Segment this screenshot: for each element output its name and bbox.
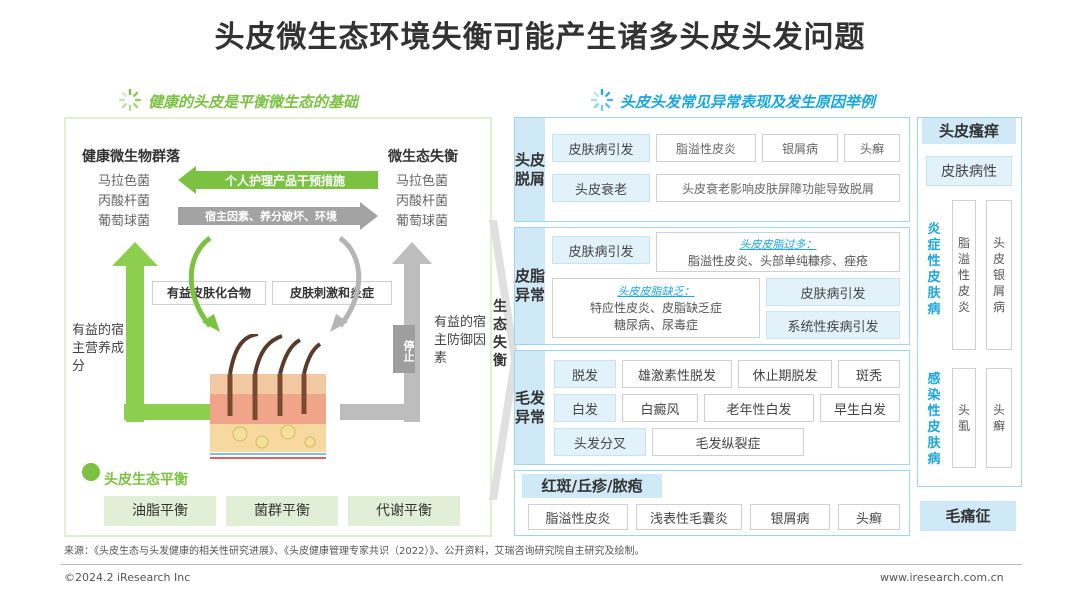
disease-chip: 头癣 [844,134,900,162]
healthy-community-list: 马拉色菌 丙酸杆菌 葡萄球菌 [98,172,150,232]
sebum-excess-title: 头皮皮脂过多： [739,237,817,251]
ecology-imbalance-label: 生态失衡 [493,299,507,369]
cause-chip: 皮肤病引发 [552,236,650,264]
balance-title: 头皮生态平衡 [104,472,188,488]
cause-chip: 皮肤病引发 [766,278,900,306]
oil-balance-box: 油脂平衡 [104,496,216,526]
left-section-heading: 健康的头皮是平衡微生态的基础 [148,93,359,111]
disease-chip: 银屑病 [762,134,838,162]
metabolism-balance-box: 代谢平衡 [348,496,460,526]
list-item: 马拉色菌 [396,174,449,189]
disease-chip: 头皮银屑病 [986,200,1012,350]
list-item: 葡萄球菌 [98,214,151,229]
disease-chip: 休止期脱发 [738,360,832,388]
disease-chip: 白癜风 [622,394,698,422]
symptom-chip: 头发分叉 [554,428,646,456]
host-nutrients-text: 有益的宿主营养成分 [72,323,125,374]
right-arrow-icon [178,202,378,230]
skin-disease-chip: 皮肤病性 [926,156,1012,186]
host-defense-text: 有益的宿主防御因素 [434,315,487,366]
imbalance-list: 马拉色菌 丙酸杆菌 葡萄球菌 [396,172,448,232]
sebum-excess-box: 头皮皮脂过多： 脂溢性皮炎、头部单纯糠疹、痤疮 [656,232,900,272]
list-item: 丙酸杆菌 [98,194,151,209]
sebum-excess-text: 脂溢性皮炎、头部单纯糠疹、痤疮 [687,253,868,268]
hair-label: 毛发异常 [515,351,545,464]
dandruff-section [514,117,910,222]
dot-icon [82,463,100,481]
sebum-label: 皮脂异常 [515,228,545,344]
imbalance-title: 微生态失衡 [388,149,458,165]
hair-pain-box: 毛痛征 [920,501,1016,531]
curved-arrow-icon [188,236,220,332]
disease-chip: 毛发纵裂症 [652,428,804,456]
source-note: 来源：《头皮生态与头发健康的相关性研究进展》、《头皮健康管理专家共识（2022）… [64,546,645,557]
inflammatory-label: 炎症性皮肤病 [927,222,941,317]
list-item: 葡萄球菌 [396,214,449,229]
flora-balance-box: 菌群平衡 [226,496,338,526]
disease-chip: 头癣 [838,504,900,530]
stop-label: 停止 [393,325,415,373]
host-factors-label: 宿主因素、养分破坏、环境 [205,210,337,223]
cause-chip: 系统性疾病引发 [766,311,900,339]
footer-divider [60,564,1022,565]
list-item: 马拉色菌 [98,174,151,189]
healthy-community-title: 健康微生物群落 [82,149,180,165]
disease-chip: 脂溢性皮炎 [952,200,976,350]
disease-chip: 浅表性毛囊炎 [636,504,742,530]
list-item: 丙酸杆菌 [396,194,449,209]
description-chip: 头皮衰老影响皮肤屏障功能导致脱屑 [656,174,900,202]
disease-chip: 银屑病 [750,504,830,530]
page-title: 头皮微生态环境失衡可能产生诸多头皮头发问题 [214,20,866,55]
arrow-base-bar [340,404,420,420]
disease-chip: 雄激素性脱发 [622,360,732,388]
cause-chip: 头皮衰老 [552,174,650,202]
copyright: ©2024.2 iResearch Inc [64,571,191,584]
infectious-label: 感染性皮肤病 [927,372,941,467]
chevron-arrow-icon [489,220,519,500]
sebum-lack-title: 头皮皮脂缺乏： [617,285,695,298]
symptom-chip: 脱发 [554,360,616,388]
itch-title: 头皮瘙痒 [922,118,1016,144]
sebum-lack-text: 糖尿病、尿毒症 [613,318,698,332]
dandruff-label: 头皮脱屑 [515,118,545,221]
symptom-chip: 白发 [554,394,616,422]
disease-chip: 头癣 [986,368,1012,468]
disease-chip: 脂溢性皮炎 [528,504,628,530]
up-arrow-icon [112,242,158,422]
disease-chip: 脂溢性皮炎 [656,134,756,162]
curved-arrow-icon [330,236,362,332]
disease-chip: 斑秃 [838,360,900,388]
cause-chip: 皮肤病引发 [552,134,650,162]
disease-chip: 早生白发 [820,394,900,422]
irritation-chip: 皮肤刺激和炎症 [272,281,392,305]
left-arrow-icon [178,166,378,194]
disease-chip: 老年性白发 [704,394,814,422]
care-intervention-label: 个人护理产品干预措施 [224,174,345,188]
arrow-base-bar [124,404,214,420]
beneficial-compound-chip: 有益皮肤化合物 [152,281,266,305]
loading-spinner-icon [118,88,142,112]
erythema-label: 红斑/丘疹/脓疱 [522,474,662,498]
sebum-lack-box: 头皮皮脂缺乏： 特应性皮炎、皮脂缺乏症 糖尿病、尿毒症 [552,278,760,338]
itch-section [917,117,1022,487]
skin-cross-section-illustration [210,334,326,459]
website-link[interactable]: www.iresearch.com.cn [880,571,1004,584]
sebum-lack-text: 特应性皮炎、皮脂缺乏症 [589,301,722,315]
disease-chip: 头虱 [952,368,976,468]
loading-spinner-icon [590,88,614,112]
right-section-heading: 头皮头发常见异常表现及发生原因举例 [620,93,876,111]
